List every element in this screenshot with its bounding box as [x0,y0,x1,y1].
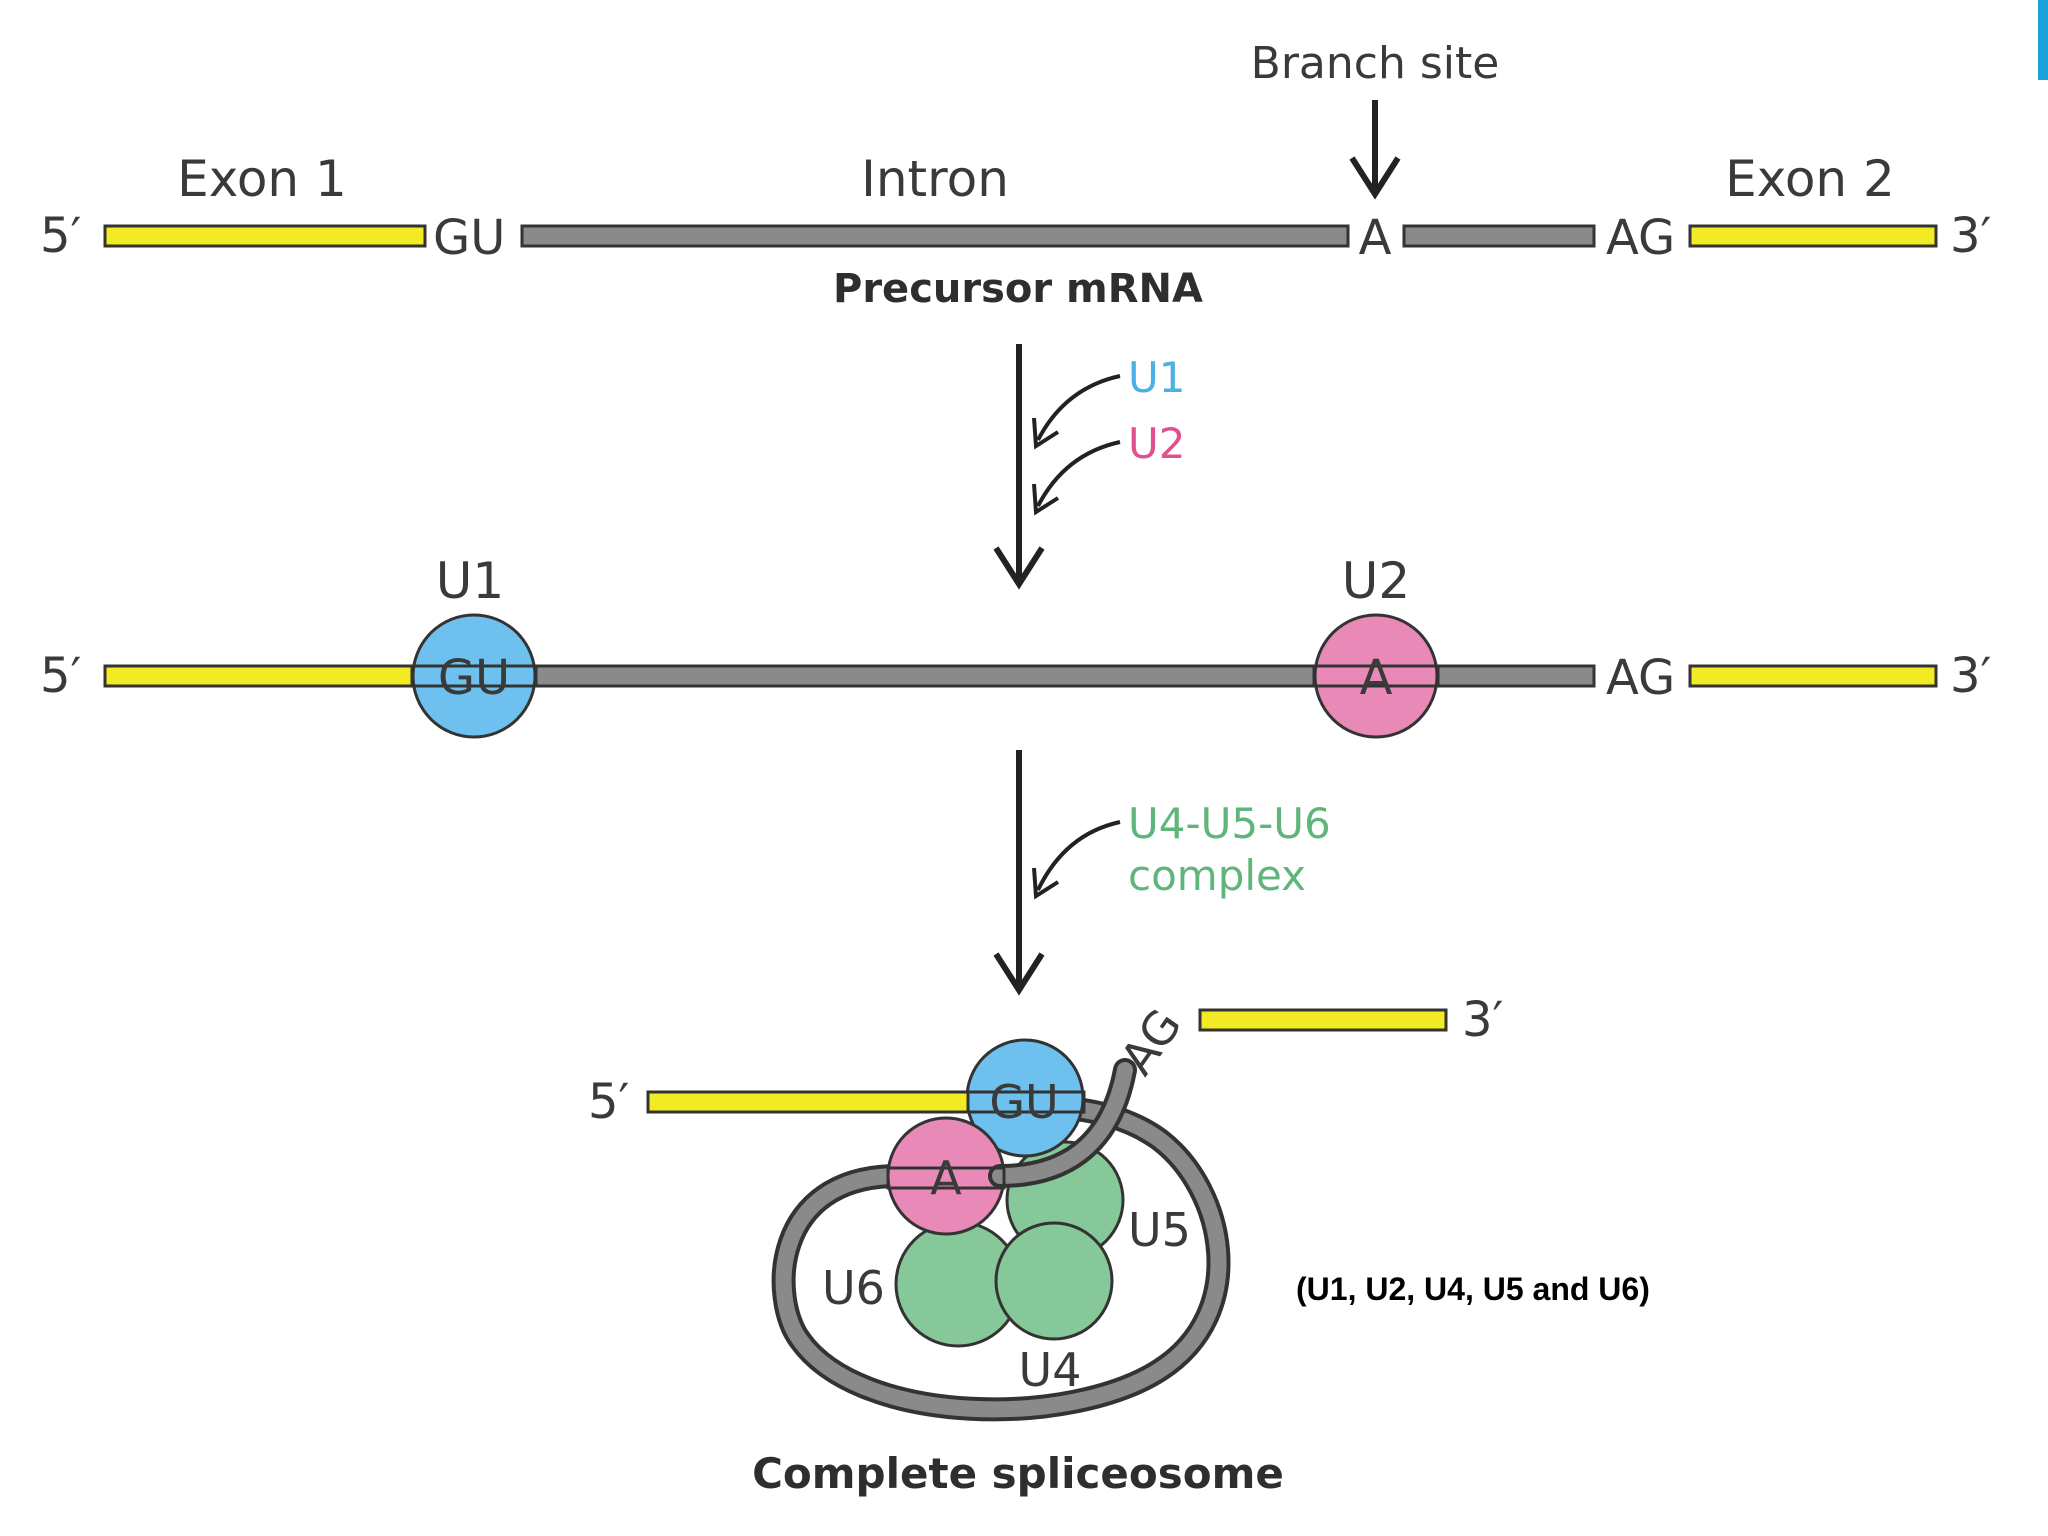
exon1-bar [103,664,427,688]
u5-label: U5 [1128,1203,1191,1257]
snrnp-list-note: (U1, U2, U4, U5 and U6) [1296,1271,1650,1307]
step1-arrowhead [993,546,1045,590]
step2-arrow-group: U4-U5-U6 complex [993,750,1331,996]
gu-site-label: GU [433,210,505,266]
branch-site-label: Branch site [1251,38,1500,89]
ag-site-label: AG [1606,650,1675,706]
u1-snrnp-label: U1 [436,552,504,610]
five-prime-label: 5′ [588,1074,629,1130]
u456-join-arrow [1036,820,1121,891]
precursor-mrna-caption: Precursor mRNA [833,266,1203,312]
u1-u2-bound-row: U1 U2 5′ GU A AG 3′ [40,552,1991,739]
u6-label: U6 [822,1261,885,1315]
branch-a-label: A [930,1151,962,1205]
u1-inner-box [966,1090,1086,1114]
exon2-bar [1198,1008,1448,1032]
three-prime-label: 3′ [1462,992,1503,1048]
step1-arrow-group: U1 U2 [993,344,1185,590]
u456-complex-label-line1: U4-U5-U6 [1128,799,1331,848]
u2-join-arrow [1036,440,1121,507]
gu-site-label: GU [438,650,510,706]
exon1-bar [646,1090,970,1114]
five-prime-label: 5′ [40,208,81,264]
u456-complex-label-line2: complex [1128,851,1306,900]
exon2-bar [1688,224,1938,248]
corner-accent [2038,0,2048,80]
exon2-bar [1688,664,1938,688]
exon2-label: Exon 2 [1725,150,1895,208]
u2-inner-box [886,1166,1006,1190]
u1-joining-label: U1 [1128,353,1185,402]
gu-site-label: GU [989,1075,1058,1129]
exon1-bar [103,224,427,248]
u1-join-arrowhead [1032,417,1060,450]
ag-site-label: AG [1606,210,1675,266]
u2-snrnp-label: U2 [1342,552,1410,610]
u1-join-arrow [1036,374,1121,441]
u1-inner-box [410,664,538,688]
intron-lariat-loop-fill [775,1100,1227,1418]
five-prime-label: 5′ [40,648,81,704]
intron-label: Intron [861,150,1009,208]
u2-join-arrowhead [1032,483,1060,516]
step2-arrowhead [993,952,1045,996]
complete-spliceosome: 5′ GU A AG 3′ U5 U6 U4 Complete spliceos… [588,992,1503,1498]
three-prime-label: 3′ [1950,648,1991,704]
u4-particle [994,1221,1114,1341]
intron-to-ag-strand-fill [992,1062,1133,1184]
intron-bar-left [520,224,1350,248]
branch-site-arrowhead [1349,156,1401,200]
u4-label: U4 [1019,1343,1082,1397]
branch-a-label: A [1359,210,1392,266]
complete-spliceosome-caption: Complete spliceosome [752,1449,1284,1498]
intron-bar-right [1402,224,1596,248]
u2-joining-label: U2 [1128,419,1185,468]
u456-join-arrowhead [1032,867,1060,900]
branch-a-label: A [1360,650,1393,706]
three-prime-label: 3′ [1950,208,1991,264]
precursor-mrna-row: Branch site Exon 1 Intron Exon 2 5′ GU A… [40,38,1991,312]
exon1-label: Exon 1 [177,150,347,208]
u2-inner-box [1312,664,1440,688]
